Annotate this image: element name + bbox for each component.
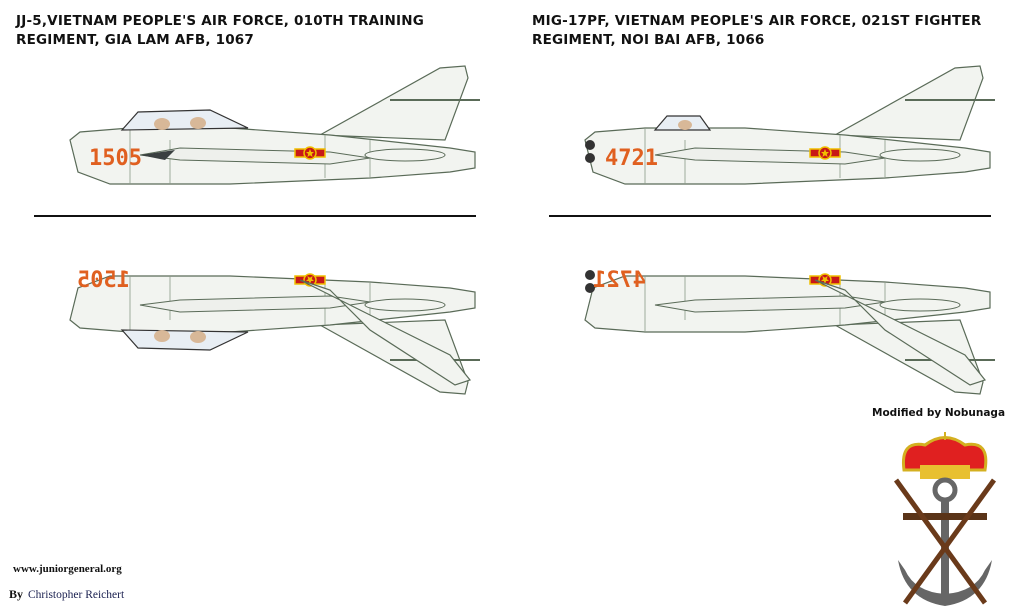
jj5-serial-side: 1505 [89, 146, 142, 171]
modified-by-credit: Modified by Nobunaga [872, 407, 1006, 419]
left-title-line1: JJ-5,Vietnam People's Air Force, 010th T… [16, 13, 424, 29]
mig17-serial-side: 4721 [605, 146, 658, 171]
jj5-bottom-view [69, 273, 481, 395]
left-title-line2: Regiment, Gia Lam AFB, 1067 [16, 32, 254, 48]
marine-emblem [893, 432, 997, 606]
jj5-serial-bottom: 1505 [77, 268, 130, 293]
mig17-bottom-view [584, 270, 996, 395]
mig17-serial-bottom: 4721 [593, 268, 646, 293]
mig17-side-view [584, 65, 996, 185]
website-link[interactable]: www.juniorgeneral.org [13, 563, 122, 575]
jj5-side-view [69, 65, 481, 185]
by-label: By [9, 587, 24, 601]
right-title-line1: MiG-17PF, Vietnam People's Air Force, 02… [532, 13, 982, 29]
right-title: MiG-17PF, Vietnam People's Air Force, 02… [532, 12, 981, 50]
left-title: JJ-5,Vietnam People's Air Force, 010th T… [16, 12, 424, 50]
author-name: Christopher Reichert [28, 589, 125, 601]
right-title-line2: Regiment, Noi Bai AFB, 1066 [532, 32, 765, 48]
author-credit: By Christopher Reichert [9, 587, 124, 602]
